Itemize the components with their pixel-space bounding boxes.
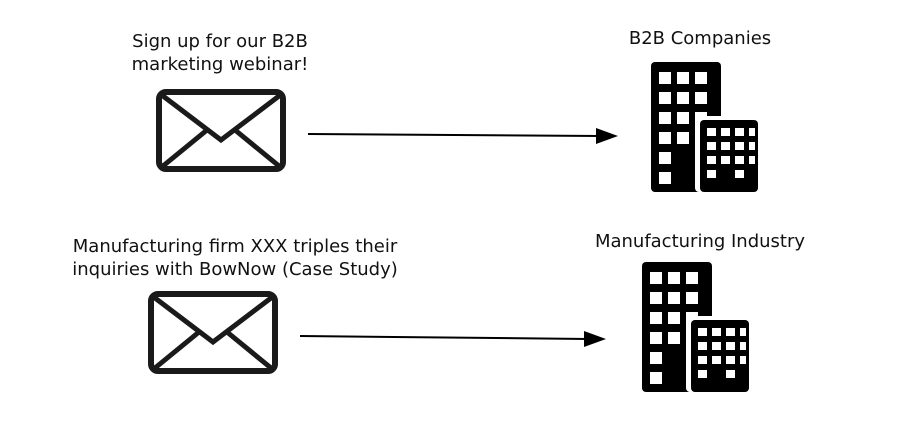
envelope-icon — [156, 89, 286, 172]
email-text-1: Sign up for our B2B marketing webinar! — [131, 31, 309, 75]
arrow-2 — [299, 331, 606, 347]
envelope-icon — [148, 291, 278, 374]
target-label-1: B2B Companies — [628, 28, 772, 49]
buildings-icon — [642, 262, 750, 392]
email-text-2: Manufacturing firm XXX triples their inq… — [72, 236, 398, 280]
arrow-1 — [307, 128, 618, 144]
target-label-2: Manufacturing Industry — [594, 231, 806, 252]
buildings-icon — [651, 62, 759, 192]
